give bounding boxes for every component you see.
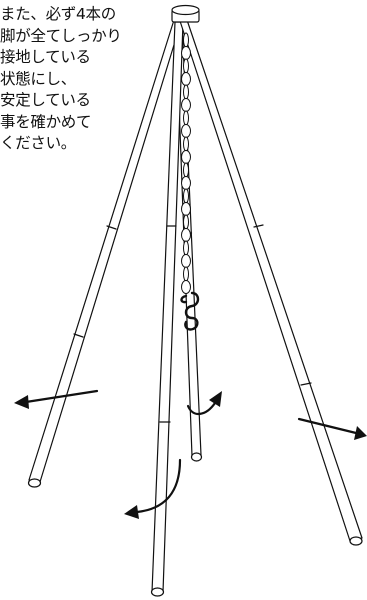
arrow-spread-right-icon [297, 417, 367, 440]
leg-right [179, 19, 363, 546]
instruction-line-3: 接地している [0, 48, 91, 66]
instruction-line-2: 脚が全てしっかり [0, 26, 122, 45]
instruction-line-4: 状態にし、 [0, 69, 77, 88]
leg-left [27, 19, 182, 488]
instruction-line-6: 事を確かめて [0, 112, 92, 131]
instruction-text: また、必ず4本の 脚が全てしっかり 接地している 状態にし、 安定している 事を… [0, 4, 150, 155]
s-hook-icon [180, 291, 200, 331]
instruction-line-1: また、必ず4本の [0, 5, 116, 23]
arrow-spread-left-icon [14, 389, 99, 409]
instruction-line-7: ください。 [0, 134, 77, 152]
hanging-chain [181, 32, 191, 294]
arrow-spread-front-icon [124, 458, 182, 519]
instruction-line-5: 安定している [0, 91, 91, 109]
arrow-rotate-center-icon [186, 391, 222, 415]
tripod-hub [171, 4, 200, 23]
leg-front [150, 21, 184, 597]
